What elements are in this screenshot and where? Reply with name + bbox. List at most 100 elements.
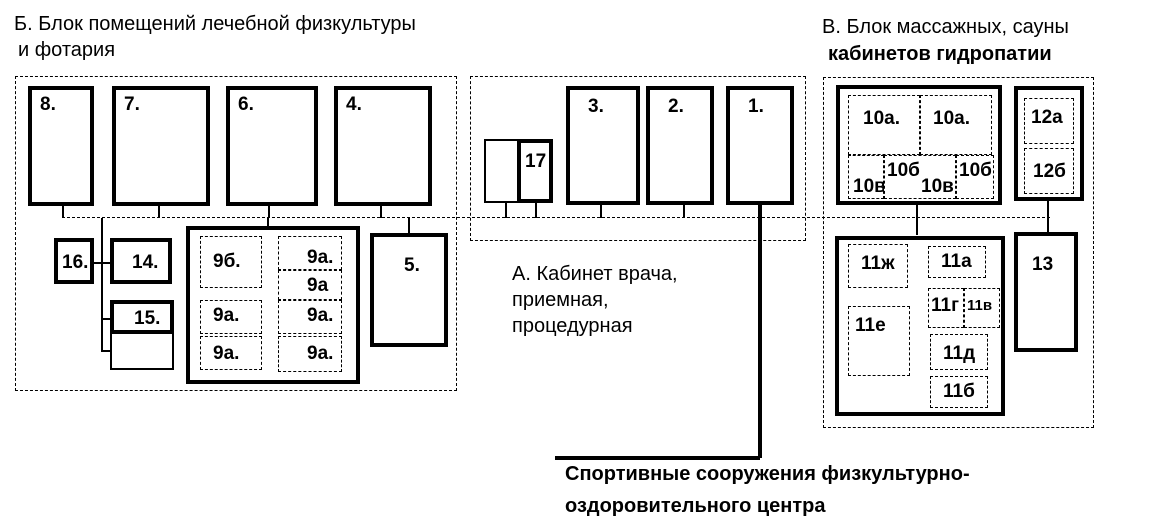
connector (158, 204, 160, 218)
room-11v: 11в (964, 288, 1000, 328)
room-11e: 11е (848, 306, 910, 376)
block-b-title-line1: Б. Блок помещений лечебной физкультуры (14, 13, 416, 35)
room-11g: 11г (928, 288, 964, 328)
block-a-title-line2: приемная, (512, 289, 609, 311)
room-9a-5: 9а. (200, 336, 262, 370)
room-10a-2-label: 10а. (933, 108, 970, 129)
room-17-annex (484, 139, 520, 203)
connector (268, 204, 270, 218)
room-16-label: 16. (62, 252, 89, 273)
room-15-label: 15. (134, 308, 161, 329)
room-11a-label: 11а (941, 251, 972, 272)
room-7: 7. (112, 86, 210, 206)
connector (408, 218, 410, 234)
room-10v-1: 10в (848, 155, 886, 199)
main-exit-line (758, 203, 762, 458)
room-9a-2: 9а (278, 270, 342, 300)
block-a-title-line3: процедурная (512, 315, 633, 337)
connector (101, 218, 103, 352)
room-9a-2-label: 9а (307, 275, 329, 296)
connector (505, 203, 507, 218)
room-11zh: 11ж (848, 244, 908, 288)
room-9a-6: 9а. (278, 336, 342, 372)
room-12a: 12а (1024, 98, 1074, 144)
room-2-label: 2. (668, 96, 684, 117)
block-v-title-line1: В. Блок массажных, сауны (822, 16, 1069, 38)
connector (683, 203, 685, 218)
room-13-label: 13 (1032, 254, 1054, 275)
room-14: 14. (110, 238, 172, 284)
room-11e-label: 11е (855, 315, 886, 336)
room-11d-label: 11д (943, 343, 976, 364)
room-1-label: 1. (748, 96, 764, 117)
block-v-title-line2: кабинетов гидропатии (828, 43, 1052, 65)
connector (380, 204, 382, 218)
room-11v-label: 11в (967, 297, 993, 314)
main-exit-base (555, 456, 760, 460)
room-9a-1: 9а. (278, 236, 342, 270)
room-10a-1: 10а. (848, 95, 920, 155)
room-9b-label: 9б. (213, 251, 241, 272)
room-7-label: 7. (124, 94, 140, 115)
room-15-annex (110, 332, 174, 370)
footer-line2: оздоровительного центра (565, 495, 826, 517)
room-16: 16. (54, 238, 94, 284)
corridor-line (62, 217, 1050, 218)
room-17-label: 17 (525, 151, 547, 172)
room-8-label: 8. (40, 94, 56, 115)
room-13: 13 (1014, 232, 1078, 352)
block-a-title-line1: А. Кабинет врача, (512, 263, 678, 285)
room-9b: 9б. (200, 236, 262, 288)
room-1: 1. (726, 86, 794, 205)
zone-block-b (15, 76, 457, 391)
room-10a-1-label: 10а. (863, 108, 900, 129)
room-10a-2: 10а. (920, 95, 992, 155)
room-10b-label: 10б (887, 160, 920, 181)
zone-block-v (823, 77, 1094, 428)
room-4-label: 4. (346, 94, 362, 115)
room-15: 15. (110, 300, 174, 334)
room-12a-label: 12а (1031, 107, 1063, 128)
room-6: 6. (226, 86, 318, 206)
room-9a-3: 9а. (200, 300, 262, 334)
room-3: 3. (566, 86, 640, 205)
room-12b: 12б (1024, 148, 1074, 194)
room-11zh-label: 11ж (861, 253, 895, 274)
connector (916, 205, 918, 235)
room-3-label: 3. (588, 96, 604, 117)
connector (600, 203, 602, 218)
room-11a: 11а (928, 246, 986, 278)
connector (62, 204, 64, 218)
room-5: 5. (370, 233, 448, 347)
room-10b-2: 10б (956, 155, 994, 199)
room-10v-1-label: 10в (853, 176, 886, 197)
room-4: 4. (334, 86, 432, 206)
room-9a-4-label: 9а. (307, 305, 334, 326)
room-10b-2-label: 10б (959, 160, 992, 181)
room-17: 17 (517, 139, 553, 203)
room-5-label: 5. (404, 255, 420, 276)
room-11g-label: 11г (931, 295, 959, 316)
block-b-title-line2: и фотария (18, 39, 116, 61)
room-9a-3-label: 9а. (213, 305, 240, 326)
room-10v-2-label: 10в (921, 176, 954, 197)
room-6-label: 6. (238, 94, 254, 115)
connector (92, 262, 112, 264)
connector (535, 203, 537, 218)
zone-block-a (470, 76, 806, 241)
room-14-label: 14. (132, 252, 159, 273)
room-11b-label: 11б (943, 381, 975, 402)
connector (101, 350, 111, 352)
footer-line1: Спортивные сооружения физкультурно- (565, 463, 970, 485)
room-9a-5-label: 9а. (213, 343, 240, 364)
room-8: 8. (28, 86, 94, 206)
room-9a-4: 9а. (278, 300, 342, 334)
room-2: 2. (646, 86, 714, 205)
room-9a-6-label: 9а. (307, 343, 334, 364)
room-11b: 11б (930, 376, 988, 408)
connector (1047, 200, 1049, 232)
room-12b-label: 12б (1033, 161, 1066, 182)
room-9a-1-label: 9а. (307, 247, 334, 268)
